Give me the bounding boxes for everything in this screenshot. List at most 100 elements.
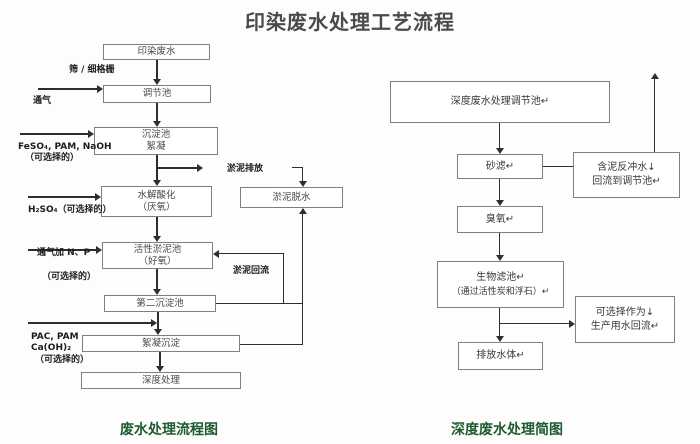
node-backwash-line1: 含泥反冲水↓: [597, 162, 656, 173]
node-activated-sludge-line2: （好氧）: [138, 255, 177, 267]
node-sedimentation-pool: 沉淀池 絮凝: [94, 127, 218, 155]
node-flocculation: 絮凝沉淀: [82, 335, 240, 352]
node-ozone: 臭氧↵: [457, 206, 543, 233]
arrow-into-sedimentation: [153, 121, 161, 127]
arrow-into-regulating: [153, 79, 161, 85]
connector-aeration-input: [38, 88, 98, 90]
label-pac-optional: （可选择的）: [35, 355, 90, 365]
label-feso4: FeSO₄, PAM, NaOH: [18, 142, 112, 152]
arrow-into-dewatering-bottom: [299, 208, 307, 214]
node-discharge-water: 排放水体↵: [458, 342, 543, 370]
node-advanced-treatment: 深度处理: [81, 372, 241, 389]
arrow-feso4-input: [88, 130, 94, 138]
connector-backwash-up: [654, 79, 655, 152]
node-influent-label: 印染废水: [137, 46, 176, 57]
caption-right-chart: 深度废水处理简图: [451, 422, 563, 438]
arrow-into-secondary: [153, 289, 161, 295]
connector-sludge-up: [302, 213, 303, 344]
connector-sludge-return-v: [283, 253, 284, 303]
arrow-backwash-return: [651, 73, 659, 79]
connector-np-input: [28, 249, 97, 251]
node-sand-filter-label: 砂滤↵: [485, 160, 515, 172]
arrow-into-advanced: [156, 366, 164, 372]
arrow-sludge-discharge: [197, 164, 203, 172]
label-sludge-return: 淤泥回流: [233, 266, 270, 276]
connector-sand-to-ozone: [499, 179, 500, 201]
page-title: 印染废水处理工艺流程: [245, 10, 455, 34]
connector-discharge-corner-h: [292, 167, 303, 168]
caption-left-chart: 废水处理流程图: [120, 422, 218, 438]
connector-h2so4-input: [28, 196, 96, 198]
label-aeration-np: 通气加 N、P: [37, 248, 91, 258]
node-biofilter-line2: （通过活性炭和浮石）↵: [451, 286, 550, 297]
node-secondary-sedimentation: 第二沉淀池: [104, 295, 216, 312]
node-ozone-label: 臭氧↵: [485, 213, 515, 225]
arrow-into-reuse: [569, 320, 575, 328]
connector-ozone-to-biofilter: [499, 233, 500, 256]
connector-sand-to-backwash: [543, 166, 573, 167]
node-sludge-dewatering: 淤泥脱水: [240, 187, 343, 208]
node-sedimentation-line2: 絮凝: [146, 141, 166, 152]
arrow-into-hydrolysis: [153, 180, 161, 186]
label-screen: 筛 / 细格栅: [69, 65, 115, 75]
node-reuse-line1: 可选择作为↓: [595, 306, 655, 318]
node-hydrolysis-line2: （厌氧）: [137, 201, 176, 213]
arrow-into-activated: [153, 236, 161, 242]
arrow-h2so4-input: [95, 193, 101, 201]
label-pac: PAC, PAM: [31, 332, 79, 342]
connector-discharge-corner-v: [302, 167, 303, 182]
label-h2so4: H₂SO₄（可选择的）: [28, 205, 112, 215]
connector-feso4-input: [20, 133, 89, 135]
node-sludge-dewatering-label: 淤泥脱水: [272, 191, 311, 203]
node-influent: 印染废水: [103, 44, 210, 60]
connector-pac-input: [28, 322, 152, 324]
node-activated-sludge: 活性淤泥池 （好氧）: [102, 242, 213, 269]
node-secondary-sedimentation-label: 第二沉淀池: [136, 297, 184, 309]
arrow-pac-input: [151, 319, 157, 327]
connector-secondary-right: [216, 303, 303, 304]
arrow-into-ozone: [496, 200, 504, 206]
connector-activated-to-secondary: [156, 269, 158, 290]
arrow-np-input: [96, 246, 102, 254]
node-flocculation-label: 絮凝沉淀: [141, 337, 180, 349]
connector-biofilter-to-reuse: [499, 323, 570, 324]
node-deep-regulating-pool: 深度废水处理调节池↵: [390, 81, 610, 123]
label-np-optional: （可选择的）: [42, 272, 97, 282]
arrow-into-biofilter: [496, 255, 504, 261]
arrow-aeration-input: [97, 85, 103, 93]
connector-sludge-discharge-branch: [157, 167, 197, 169]
node-hydrolysis-line1: 水解酸化: [137, 189, 176, 201]
arrow-into-flocculation: [154, 329, 162, 335]
node-advanced-treatment-label: 深度处理: [141, 374, 180, 386]
arrow-into-discharge: [496, 336, 504, 342]
node-regulating-pool: 调节池: [103, 85, 211, 103]
connector-influent-to-regulating: [156, 60, 158, 81]
arrow-into-sand-filter: [496, 148, 504, 154]
node-biofilter-line1: 生物滤池↵: [476, 271, 525, 283]
label-aeration: 通气: [33, 96, 52, 106]
connector-sludge-return-h: [219, 253, 283, 254]
node-backwash: 含泥反冲水↓ 回流到调节池↵: [573, 152, 680, 198]
arrow-into-dewatering-top: [299, 181, 307, 187]
node-deep-regulating-label: 深度废水处理调节池↵: [450, 96, 550, 107]
connector-biofilter-to-discharge: [499, 308, 500, 337]
node-reuse: 可选择作为↓ 生产用水回流↵: [575, 296, 675, 343]
label-caoh2: Ca(OH)₂: [31, 343, 72, 353]
connector-hydrolysis-to-activated: [156, 217, 158, 237]
node-biofilter: 生物滤池↵ （通过活性炭和浮石）↵: [437, 261, 564, 308]
connector-regulating-to-sedimentation: [156, 103, 158, 122]
connector-flocculation-to-advanced: [159, 352, 161, 367]
node-reuse-line2: 生产用水回流↵: [590, 320, 660, 332]
node-hydrolysis: 水解酸化 （厌氧）: [101, 186, 212, 217]
arrow-sludge-return: [213, 250, 219, 258]
node-activated-sludge-line1: 活性淤泥池: [133, 243, 182, 255]
node-backwash-line2: 回流到调节池↵: [592, 176, 661, 187]
node-discharge-water-label: 排放水体↵: [476, 350, 525, 361]
label-feso4-optional: （可选择的）: [25, 153, 80, 163]
node-sand-filter: 砂滤↵: [457, 154, 543, 179]
label-sludge-discharge: 淤泥排放: [227, 164, 264, 174]
node-sedimentation-line1: 沉淀池: [141, 129, 171, 140]
node-regulating-pool-label: 调节池: [142, 88, 172, 99]
connector-flocculation-right: [240, 344, 303, 345]
